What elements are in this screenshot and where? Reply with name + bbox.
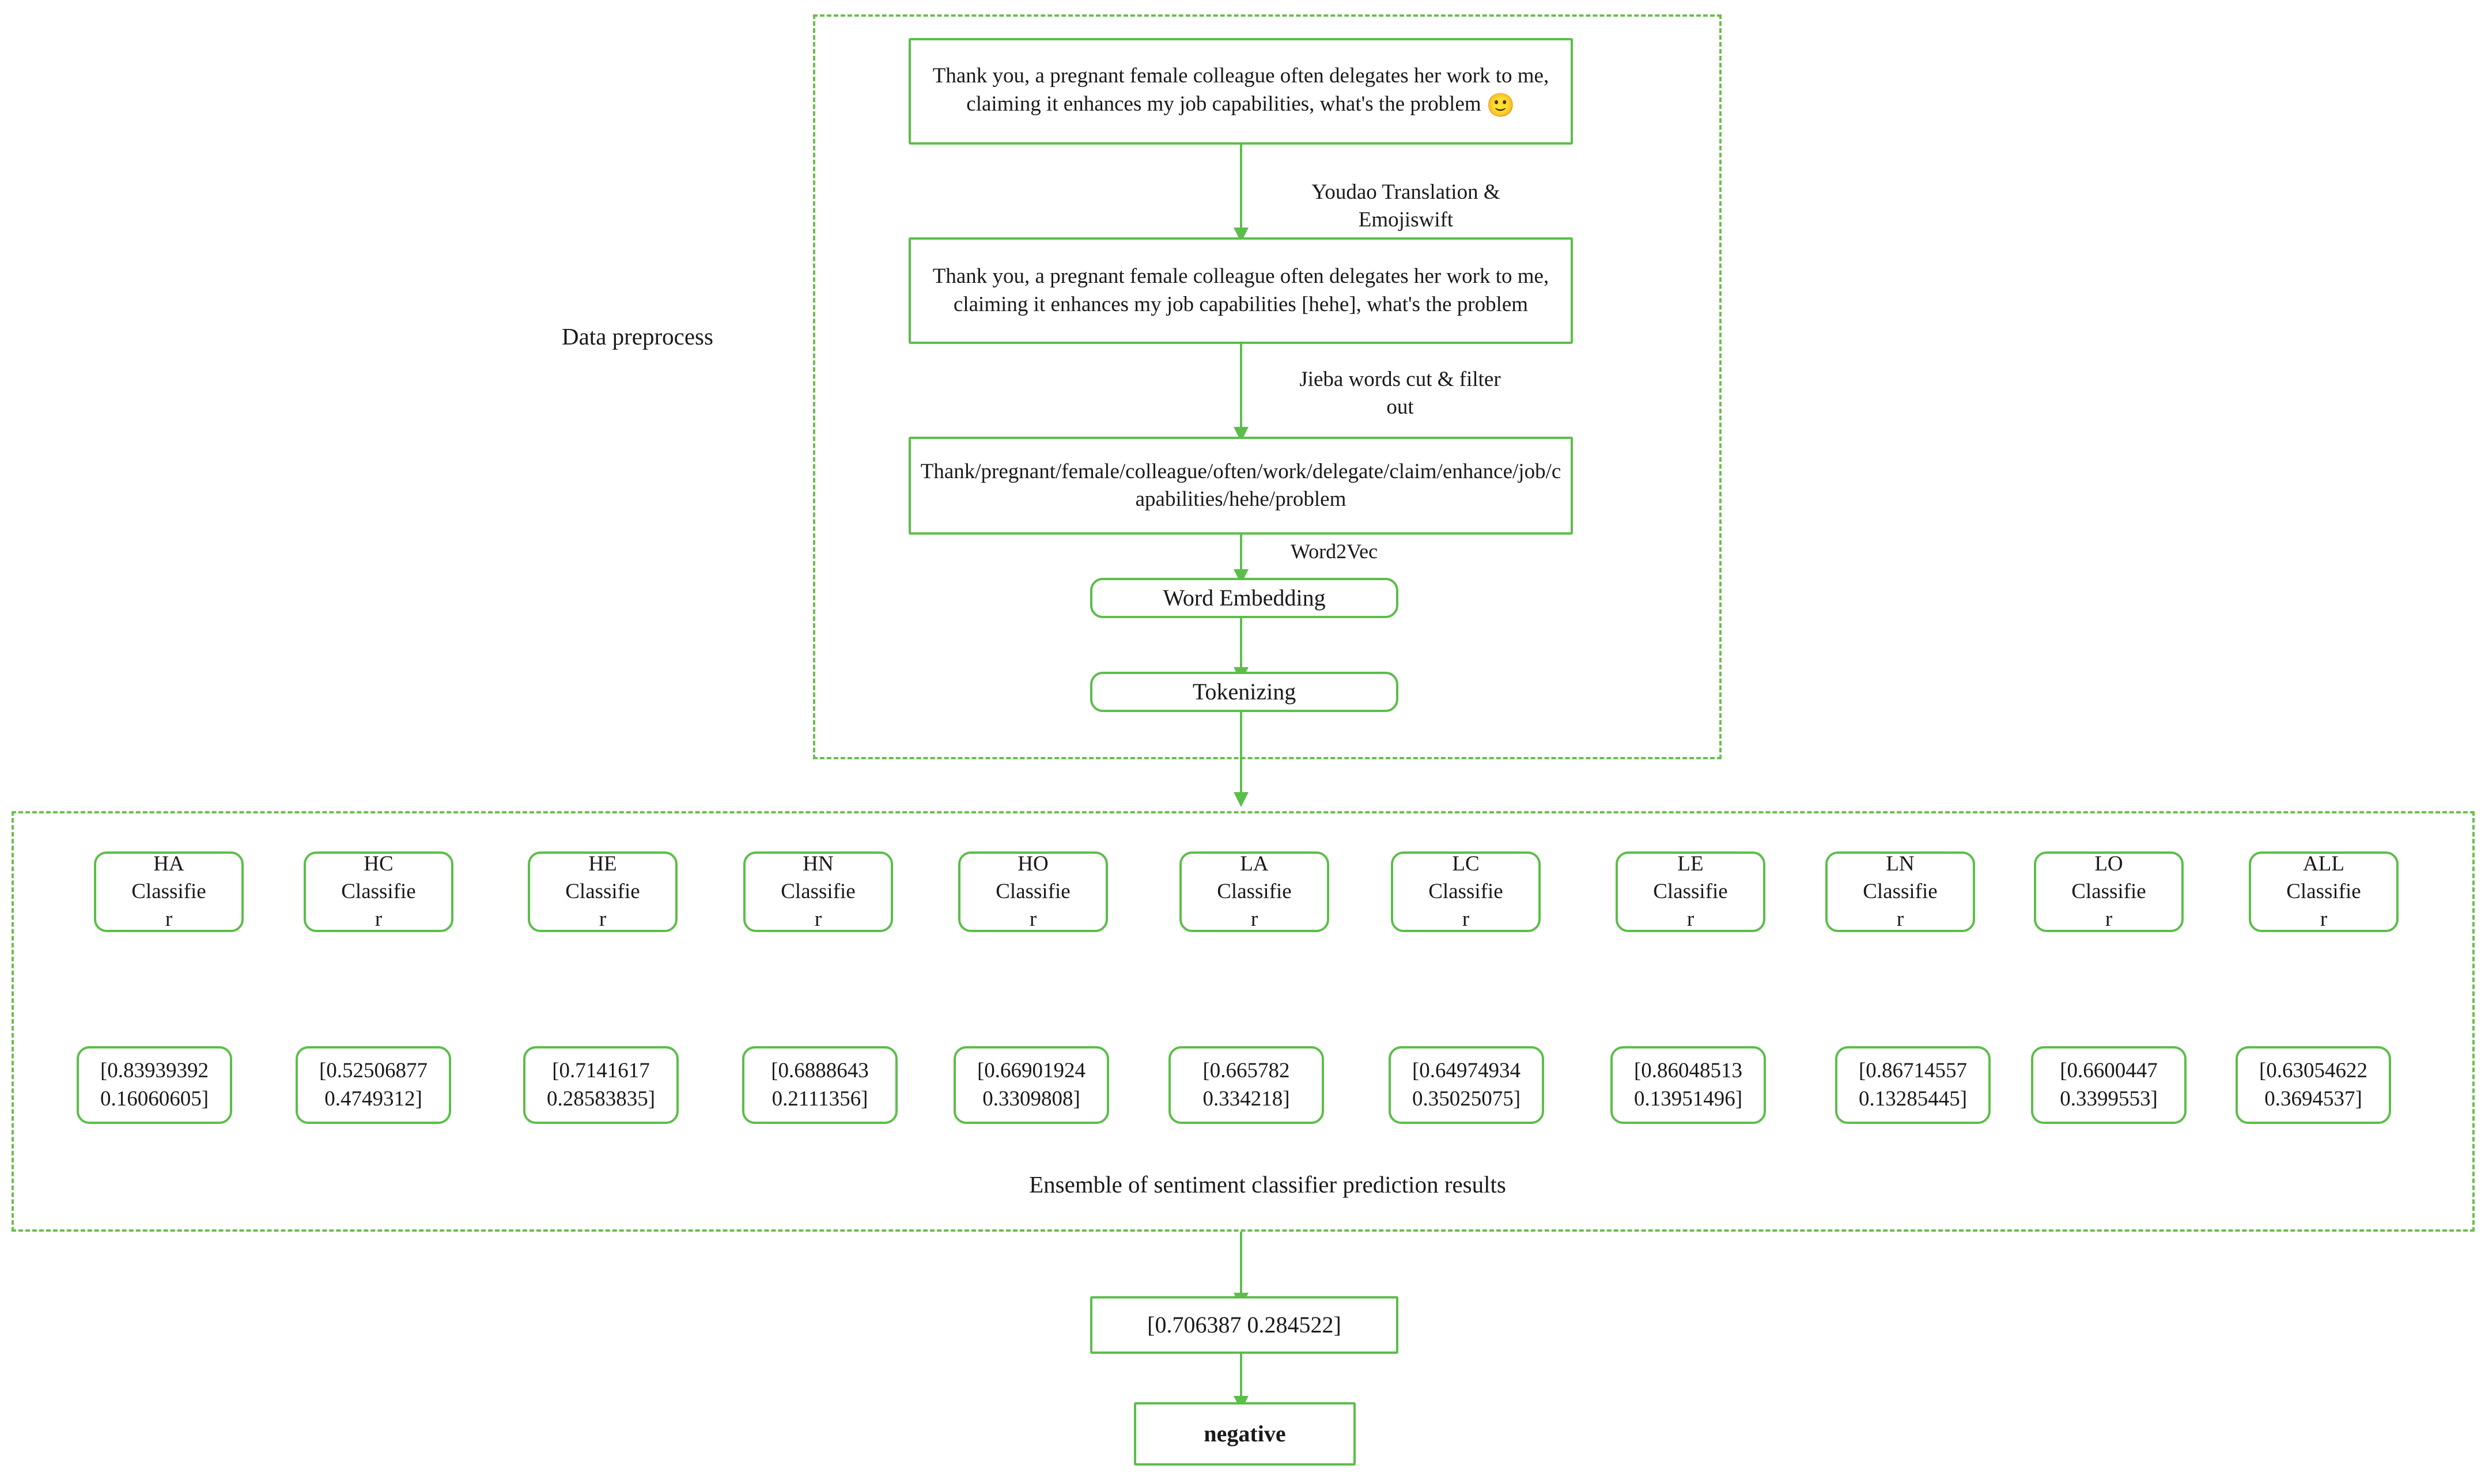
prediction-node-le: [0.86048513 0.13951496] (1610, 1046, 1766, 1124)
prediction-value-la: [0.665782 0.334218] (1202, 1059, 1290, 1111)
prediction-value-hn: [0.6888643 0.2111356] (771, 1059, 869, 1111)
classifier-label-hc: HC Classifie r (341, 851, 416, 932)
prediction-node-hc: [0.52506877 0.4749312] (296, 1046, 451, 1124)
smiley-face-icon: 🙂 (1486, 92, 1515, 119)
connector-embedding-to-tokenizing (1240, 618, 1242, 673)
prediction-value-ho: [0.66901924 0.3309808] (977, 1059, 1086, 1111)
prediction-value-all: [0.63054622 0.3694537] (2259, 1059, 2368, 1111)
ensemble-group-caption: Ensemble of sentiment classifier predict… (1029, 1171, 1506, 1198)
prediction-node-all: [0.63054622 0.3694537] (2236, 1046, 2391, 1124)
classifier-node-ho: HO Classifie r (958, 851, 1108, 932)
classifier-label-he: HE Classifie r (565, 851, 640, 932)
classifier-node-lc: LC Classifie r (1391, 851, 1541, 932)
word-embedding-label: Word Embedding (1163, 585, 1326, 611)
edge-label-word2vec: Word2Vec (1291, 540, 1378, 563)
classifier-label-la: LA Classifie r (1217, 851, 1292, 932)
tokenizing-label: Tokenizing (1192, 679, 1296, 705)
classifier-node-ln: LN Classifie r (1825, 851, 1975, 932)
ensemble-group-container (12, 811, 2475, 1232)
original-text-string: Thank you, a pregnant female colleague o… (932, 64, 1549, 116)
connector-tokenizing-to-ensemble (1240, 712, 1242, 801)
classifier-node-lo: LO Classifie r (2034, 851, 2184, 932)
segmented-text-value: Thank/pregnant/female/colleague/often/wo… (920, 459, 1561, 511)
translated-text-node: Thank you, a pregnant female colleague o… (909, 237, 1573, 344)
prediction-node-ln: [0.86714557 0.13285445] (1835, 1046, 1991, 1124)
prediction-node-lc: [0.64974934 0.35025075] (1389, 1046, 1544, 1124)
connector-vector-to-final (1240, 1354, 1242, 1403)
classifier-node-he: HE Classifie r (528, 851, 678, 932)
prediction-value-le: [0.86048513 0.13951496] (1633, 1059, 1743, 1111)
classifier-label-all: ALL Classifie r (2286, 851, 2361, 932)
classifier-label-ln: LN Classifie r (1863, 851, 1938, 932)
ensemble-vector-node: [0.706387 0.284522] (1090, 1296, 1398, 1354)
edge-label-jieba-cut: Jieba words cut & filter out (1299, 368, 1501, 419)
tokenizing-node: Tokenizing (1090, 672, 1398, 712)
classifier-label-ha: HA Classifie r (131, 851, 206, 932)
connector-segmented-to-embedding (1240, 535, 1242, 575)
classifier-label-hn: HN Classifie r (781, 851, 856, 932)
prediction-node-la: [0.665782 0.334218] (1168, 1046, 1324, 1124)
preprocess-group-container (813, 14, 1722, 759)
connector-tokenizing-to-ensemble-head (1234, 792, 1249, 807)
prediction-node-ha: [0.83939392 0.16060605] (77, 1046, 232, 1124)
classifier-label-lo: LO Classifie r (2071, 851, 2146, 932)
final-prediction-node: negative (1134, 1402, 1356, 1466)
original-text-node: Thank you, a pregnant female colleague o… (909, 38, 1573, 145)
segmented-text-node: Thank/pregnant/female/colleague/often/wo… (909, 437, 1573, 535)
word-embedding-node: Word Embedding (1090, 578, 1398, 618)
edge-label-youdao-translation: Youdao Translation & Emojiswift (1311, 180, 1500, 232)
ensemble-vector-value: [0.706387 0.284522] (1147, 1312, 1341, 1338)
classifier-node-la: LA Classifie r (1179, 851, 1329, 932)
final-prediction-label: negative (1204, 1421, 1286, 1447)
classifier-label-lc: LC Classifie r (1428, 851, 1503, 932)
connector-ensemble-to-vector (1240, 1232, 1242, 1304)
classifier-label-le: LE Classifie r (1653, 851, 1728, 932)
connector-translated-to-segmented (1240, 344, 1242, 433)
translated-text-value: Thank you, a pregnant female colleague o… (932, 264, 1549, 316)
connector-original-to-translated (1240, 145, 1242, 234)
classifier-node-le: LE Classifie r (1616, 851, 1765, 932)
prediction-node-ho: [0.66901924 0.3309808] (954, 1046, 1109, 1124)
prediction-value-ha: [0.83939392 0.16060605] (100, 1059, 209, 1111)
prediction-value-hc: [0.52506877 0.4749312] (319, 1059, 428, 1111)
prediction-value-he: [0.7141617 0.28583835] (546, 1059, 656, 1111)
prediction-node-hn: [0.6888643 0.2111356] (742, 1046, 898, 1124)
classifier-node-hc: HC Classifie r (304, 851, 453, 932)
prediction-value-lo: [0.6600447 0.3399553] (2060, 1059, 2158, 1111)
preprocess-group-label: Data preprocess (562, 323, 713, 350)
classifier-node-hn: HN Classifie r (743, 851, 893, 932)
prediction-value-lc: [0.64974934 0.35025075] (1412, 1059, 1521, 1111)
classifier-label-ho: HO Classifie r (996, 851, 1071, 932)
prediction-value-ln: [0.86714557 0.13285445] (1858, 1059, 1968, 1111)
original-text-value: Thank you, a pregnant female colleague o… (911, 62, 1571, 120)
classifier-node-ha: HA Classifie r (94, 851, 244, 932)
prediction-node-lo: [0.6600447 0.3399553] (2031, 1046, 2187, 1124)
prediction-node-he: [0.7141617 0.28583835] (523, 1046, 679, 1124)
classifier-node-all: ALL Classifie r (2249, 851, 2399, 932)
